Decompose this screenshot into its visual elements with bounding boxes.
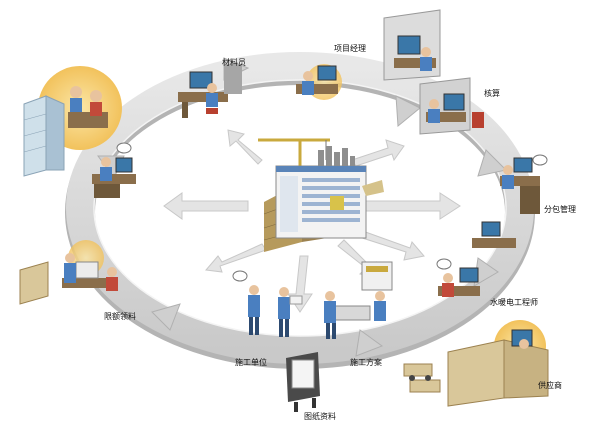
- label-budget: 核算: [484, 89, 500, 98]
- ring-arrowhead: [477, 149, 508, 177]
- arrow-right: [359, 192, 461, 220]
- subcontract-station: [500, 154, 548, 214]
- arrow-right-down: [355, 229, 425, 261]
- arrow-up-right: [351, 139, 405, 167]
- ring-arrowhead: [151, 303, 181, 331]
- label-material-clerk: 材料员: [222, 58, 246, 67]
- label-construction-unit: 施工单位: [235, 358, 267, 367]
- material-clerk-station: [178, 64, 242, 118]
- label-subcontract: 分包管理: [544, 205, 576, 214]
- construction-plan-scene: [324, 261, 393, 339]
- label-mep-engineer: 水暖电工程师: [490, 298, 538, 307]
- quota-materials-scene: [19, 240, 118, 305]
- label-supplier: 供应商: [538, 381, 562, 390]
- office-scene-accounting: [383, 9, 484, 135]
- supplier-scene: [403, 320, 549, 407]
- arrow-down-left: [205, 243, 267, 273]
- label-drawings: 图纸资料: [304, 412, 336, 421]
- left-middle-station: [92, 142, 136, 198]
- central-hub: [258, 138, 384, 252]
- label-construction-plan: 施工方案: [350, 358, 382, 367]
- mep-engineer-station: [436, 221, 516, 297]
- label-quota-materials: 限额领料: [104, 312, 136, 321]
- label-project-manager: 项目经理: [334, 44, 366, 53]
- arrow-up-left: [227, 129, 263, 165]
- construction-unit-workers: [232, 270, 303, 337]
- ring-arrowhead: [395, 95, 421, 128]
- office-scene-corporate: [23, 66, 122, 177]
- project-manager-station: [296, 64, 342, 100]
- ring-arrowhead: [355, 329, 384, 357]
- arrow-left: [163, 192, 249, 220]
- drawings-plotter: [286, 352, 320, 412]
